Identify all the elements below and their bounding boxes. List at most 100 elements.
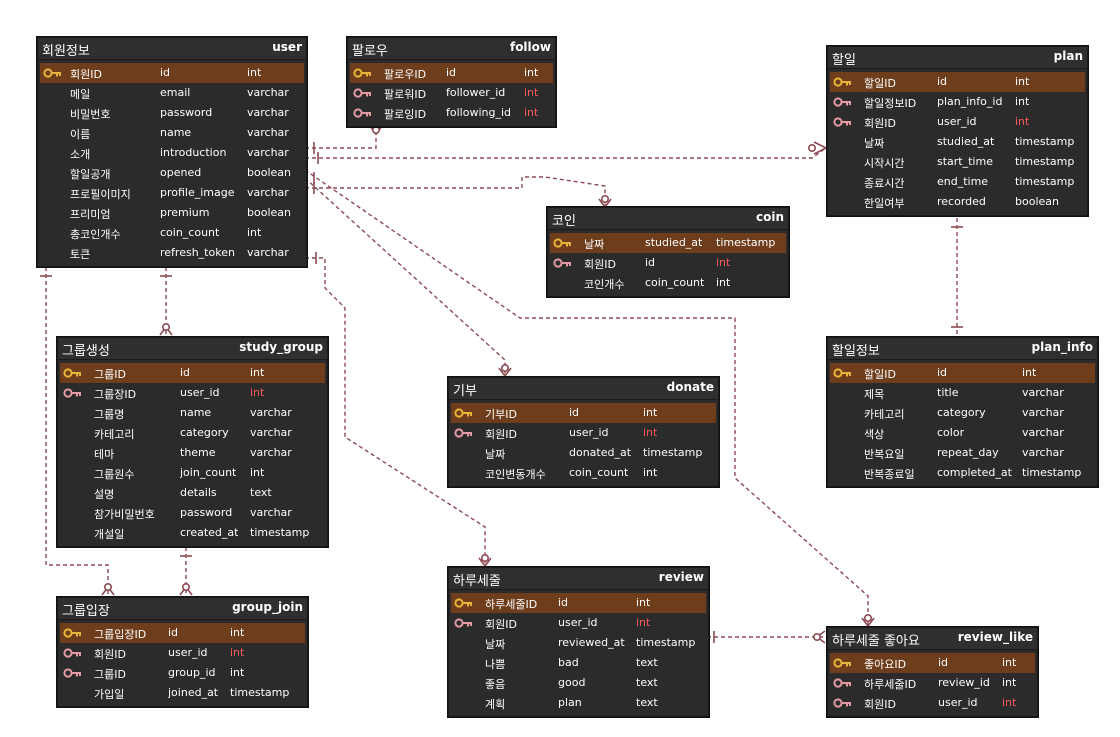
column-type: int [643, 466, 658, 479]
column-name: id [558, 596, 569, 609]
column-label: 나쁨 [485, 658, 506, 671]
column-label: 카테고리 [864, 408, 905, 421]
table-name-kr: 그룹생성 [62, 344, 110, 359]
rel-user-reviewlike-many [861, 617, 875, 628]
key-icon [454, 597, 474, 609]
column-name: completed_at [937, 466, 1012, 479]
column-name: group_id [168, 666, 216, 679]
column-type: varchar [1022, 386, 1064, 399]
key-icon [353, 67, 373, 79]
key-icon [833, 76, 853, 88]
foreign-key-icon [63, 667, 83, 679]
column-type: varchar [1022, 446, 1064, 459]
column-name: password [180, 506, 233, 519]
column-name: created_at [180, 526, 239, 539]
column-type: varchar [247, 146, 289, 159]
column-type: int [230, 666, 245, 679]
column-label: 그룹ID [94, 368, 126, 381]
column-name: join_count [180, 466, 237, 479]
column-name: coin_count [645, 276, 705, 289]
column-label: 가입일 [94, 688, 125, 701]
column-type: int [716, 256, 731, 269]
column-type: text [636, 696, 658, 709]
column-name: refresh_token [160, 246, 235, 259]
